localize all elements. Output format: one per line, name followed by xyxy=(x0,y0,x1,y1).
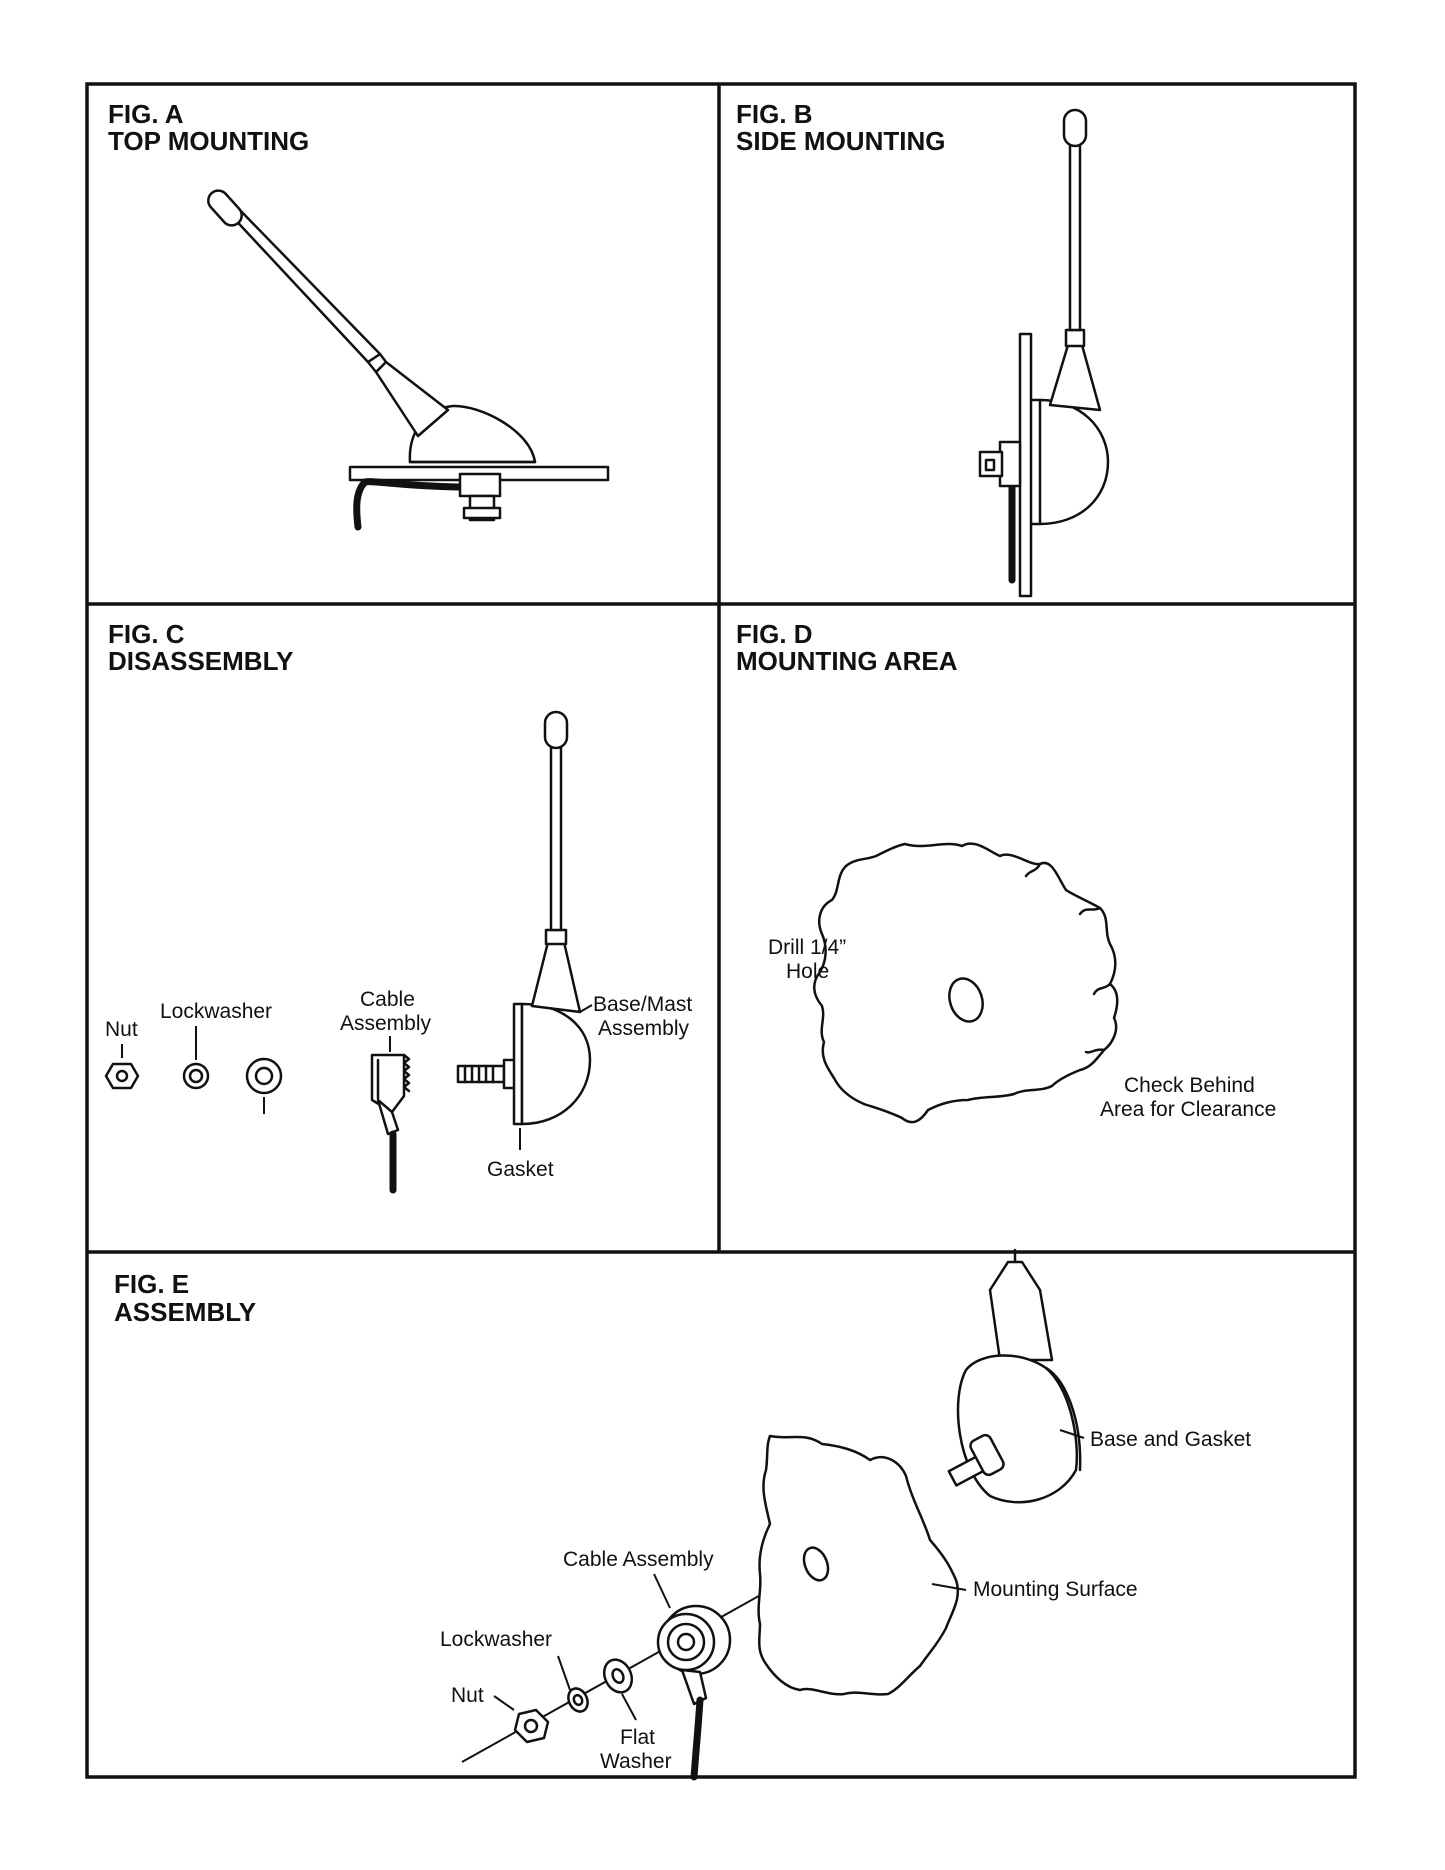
lockwasher-icon xyxy=(182,1062,210,1090)
fig-d-panel: FIG. D MOUNTING AREA Drill 1/4” Hole Che… xyxy=(736,619,1276,1124)
cable-connector xyxy=(370,1053,406,1114)
fig-e-flat-washer: Flat Washer xyxy=(600,1658,672,1773)
base-label-line2: Assembly xyxy=(598,1017,690,1040)
side-panel xyxy=(1018,332,1033,598)
torn-surface xyxy=(757,1434,960,1696)
mast-neck xyxy=(1048,343,1102,412)
mast-tip xyxy=(207,189,243,227)
drill-label-line1: Drill 1/4” xyxy=(768,936,846,959)
fig-c-id: FIG. C xyxy=(108,619,185,649)
cable xyxy=(690,1696,704,1781)
check-label-line2: Area for Clearance xyxy=(1100,1098,1276,1121)
cable-assembly-label: Cable Assembly xyxy=(563,1548,714,1571)
fig-c-flat-washer xyxy=(245,1057,283,1114)
fig-c-lockwasher: Lockwasher xyxy=(160,1000,272,1090)
base-label-line1: Base/Mast xyxy=(593,993,692,1016)
cable-label-line1: Cable xyxy=(360,988,415,1011)
fig-e-mounting-surface: Mounting Surface xyxy=(757,1434,1138,1696)
mounting-hole xyxy=(802,1546,830,1582)
fig-c-nut: Nut xyxy=(104,1018,140,1090)
base-gasket-label: Base and Gasket xyxy=(1090,1428,1251,1451)
flat-washer-icon xyxy=(602,1658,634,1694)
mast-neck xyxy=(988,1260,1054,1362)
check-label-line1: Check Behind xyxy=(1124,1074,1255,1097)
nut-icon xyxy=(104,1062,140,1090)
mast-neck xyxy=(530,940,582,1014)
mast-tip xyxy=(1062,108,1088,148)
base-dome xyxy=(956,1354,1079,1504)
fig-e-base-gasket: Base and Gasket xyxy=(947,1248,1251,1504)
fig-e-nut: Nut xyxy=(451,1684,550,1744)
fig-e-id: FIG. E xyxy=(114,1269,189,1299)
fig-c-base-mast-assembly: Base/Mast Assembly Gasket xyxy=(456,710,692,1181)
mounting-surface-cutaway xyxy=(813,842,1119,1124)
mounting-surface-label: Mounting Surface xyxy=(973,1578,1138,1601)
lockwasher-icon xyxy=(567,1687,589,1713)
fig-a-title: TOP MOUNTING xyxy=(108,126,309,156)
fig-a-antenna-illustration xyxy=(207,189,610,531)
fig-e-panel: FIG. E ASSEMBLY Base and Gasket Mounting… xyxy=(114,1248,1251,1781)
fig-d-title: MOUNTING AREA xyxy=(736,646,958,676)
mast-tip xyxy=(543,710,569,750)
gasket-edge xyxy=(1044,1366,1082,1472)
fig-b-title: SIDE MOUNTING xyxy=(736,126,945,156)
connector-teeth xyxy=(402,1053,411,1093)
flat-washer-label-line1: Flat xyxy=(620,1726,655,1749)
fig-b-panel: FIG. B SIDE MOUNTING xyxy=(736,99,1110,598)
nut-icon xyxy=(513,1708,550,1744)
fig-e-cable-assembly: Cable Assembly xyxy=(563,1548,732,1781)
flat-washer-icon xyxy=(245,1057,283,1095)
gasket-label: Gasket xyxy=(487,1158,554,1181)
connector-body xyxy=(656,1612,716,1672)
base-dome xyxy=(1038,398,1110,526)
mast xyxy=(226,204,382,364)
flat-washer-label-line2: Washer xyxy=(600,1750,672,1773)
panel-grid xyxy=(85,82,1357,1779)
drill-hole xyxy=(948,977,984,1023)
cable-label-line2: Assembly xyxy=(340,1012,432,1035)
fig-c-cable-assembly: Cable Assembly xyxy=(340,988,432,1194)
base-dome xyxy=(520,1002,592,1126)
fig-b-id: FIG. B xyxy=(736,99,813,129)
lockwasher-label: Lockwasher xyxy=(440,1628,552,1651)
lockwasher-label: Lockwasher xyxy=(160,1000,272,1023)
cable xyxy=(361,478,462,491)
fig-c-title: DISASSEMBLY xyxy=(108,646,293,676)
mast xyxy=(1068,136,1082,332)
mount-bracket xyxy=(458,472,502,498)
nut-label: Nut xyxy=(451,1684,484,1707)
fig-a-id: FIG. A xyxy=(108,99,184,129)
nut-label: Nut xyxy=(105,1018,138,1041)
drill-label-line2: Hole xyxy=(786,960,829,983)
fig-e-lockwasher: Lockwasher xyxy=(440,1628,589,1713)
base-dome xyxy=(408,404,537,464)
fig-c-panel: FIG. C DISASSEMBLY Nut Lockwasher Cable … xyxy=(104,619,692,1194)
fig-d-id: FIG. D xyxy=(736,619,813,649)
fig-a-panel: FIG. A TOP MOUNTING xyxy=(108,99,610,531)
mast xyxy=(549,736,563,932)
fig-b-antenna-illustration xyxy=(978,108,1110,598)
outer-frame xyxy=(85,82,1357,1779)
fig-e-title: ASSEMBLY xyxy=(114,1297,256,1327)
